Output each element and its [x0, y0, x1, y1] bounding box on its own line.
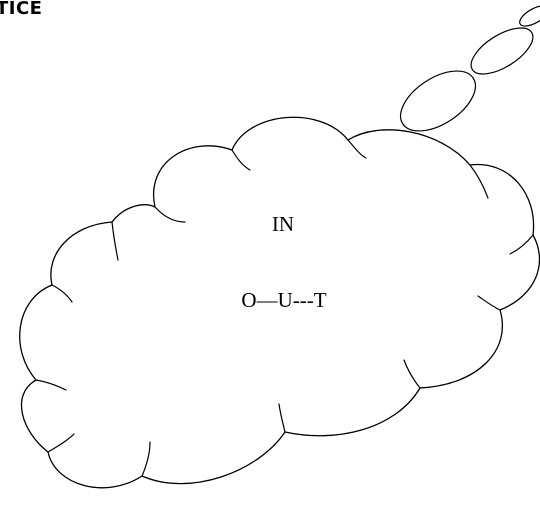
cloud-inner-curve	[154, 206, 186, 223]
cloud-inner-curve	[35, 379, 67, 391]
cloud-inner-curve	[111, 221, 119, 261]
thought-bubble-small	[519, 5, 540, 27]
cloud-inner-curve	[278, 403, 286, 433]
cloud-text-in: IN	[271, 212, 295, 236]
page-heading: TICE	[0, 0, 43, 19]
cloud-inner-curve	[509, 234, 534, 255]
cloud-text-out: O—U---T	[241, 288, 327, 312]
cloud-inner-curve	[51, 284, 73, 303]
cloud-inner-curve	[47, 433, 75, 453]
cloud-inner-curve	[403, 359, 421, 389]
thought-bubble-medium	[470, 27, 534, 75]
cloud-inner-curve	[477, 295, 501, 311]
cloud-inner-curve	[469, 164, 489, 199]
cloud-inner-curve	[141, 441, 151, 477]
thought-cloud-outline	[19, 116, 540, 489]
thought-bubble-large	[400, 70, 476, 132]
cloud-inner-curve	[347, 139, 367, 159]
cloud-inner-curve	[231, 149, 251, 171]
